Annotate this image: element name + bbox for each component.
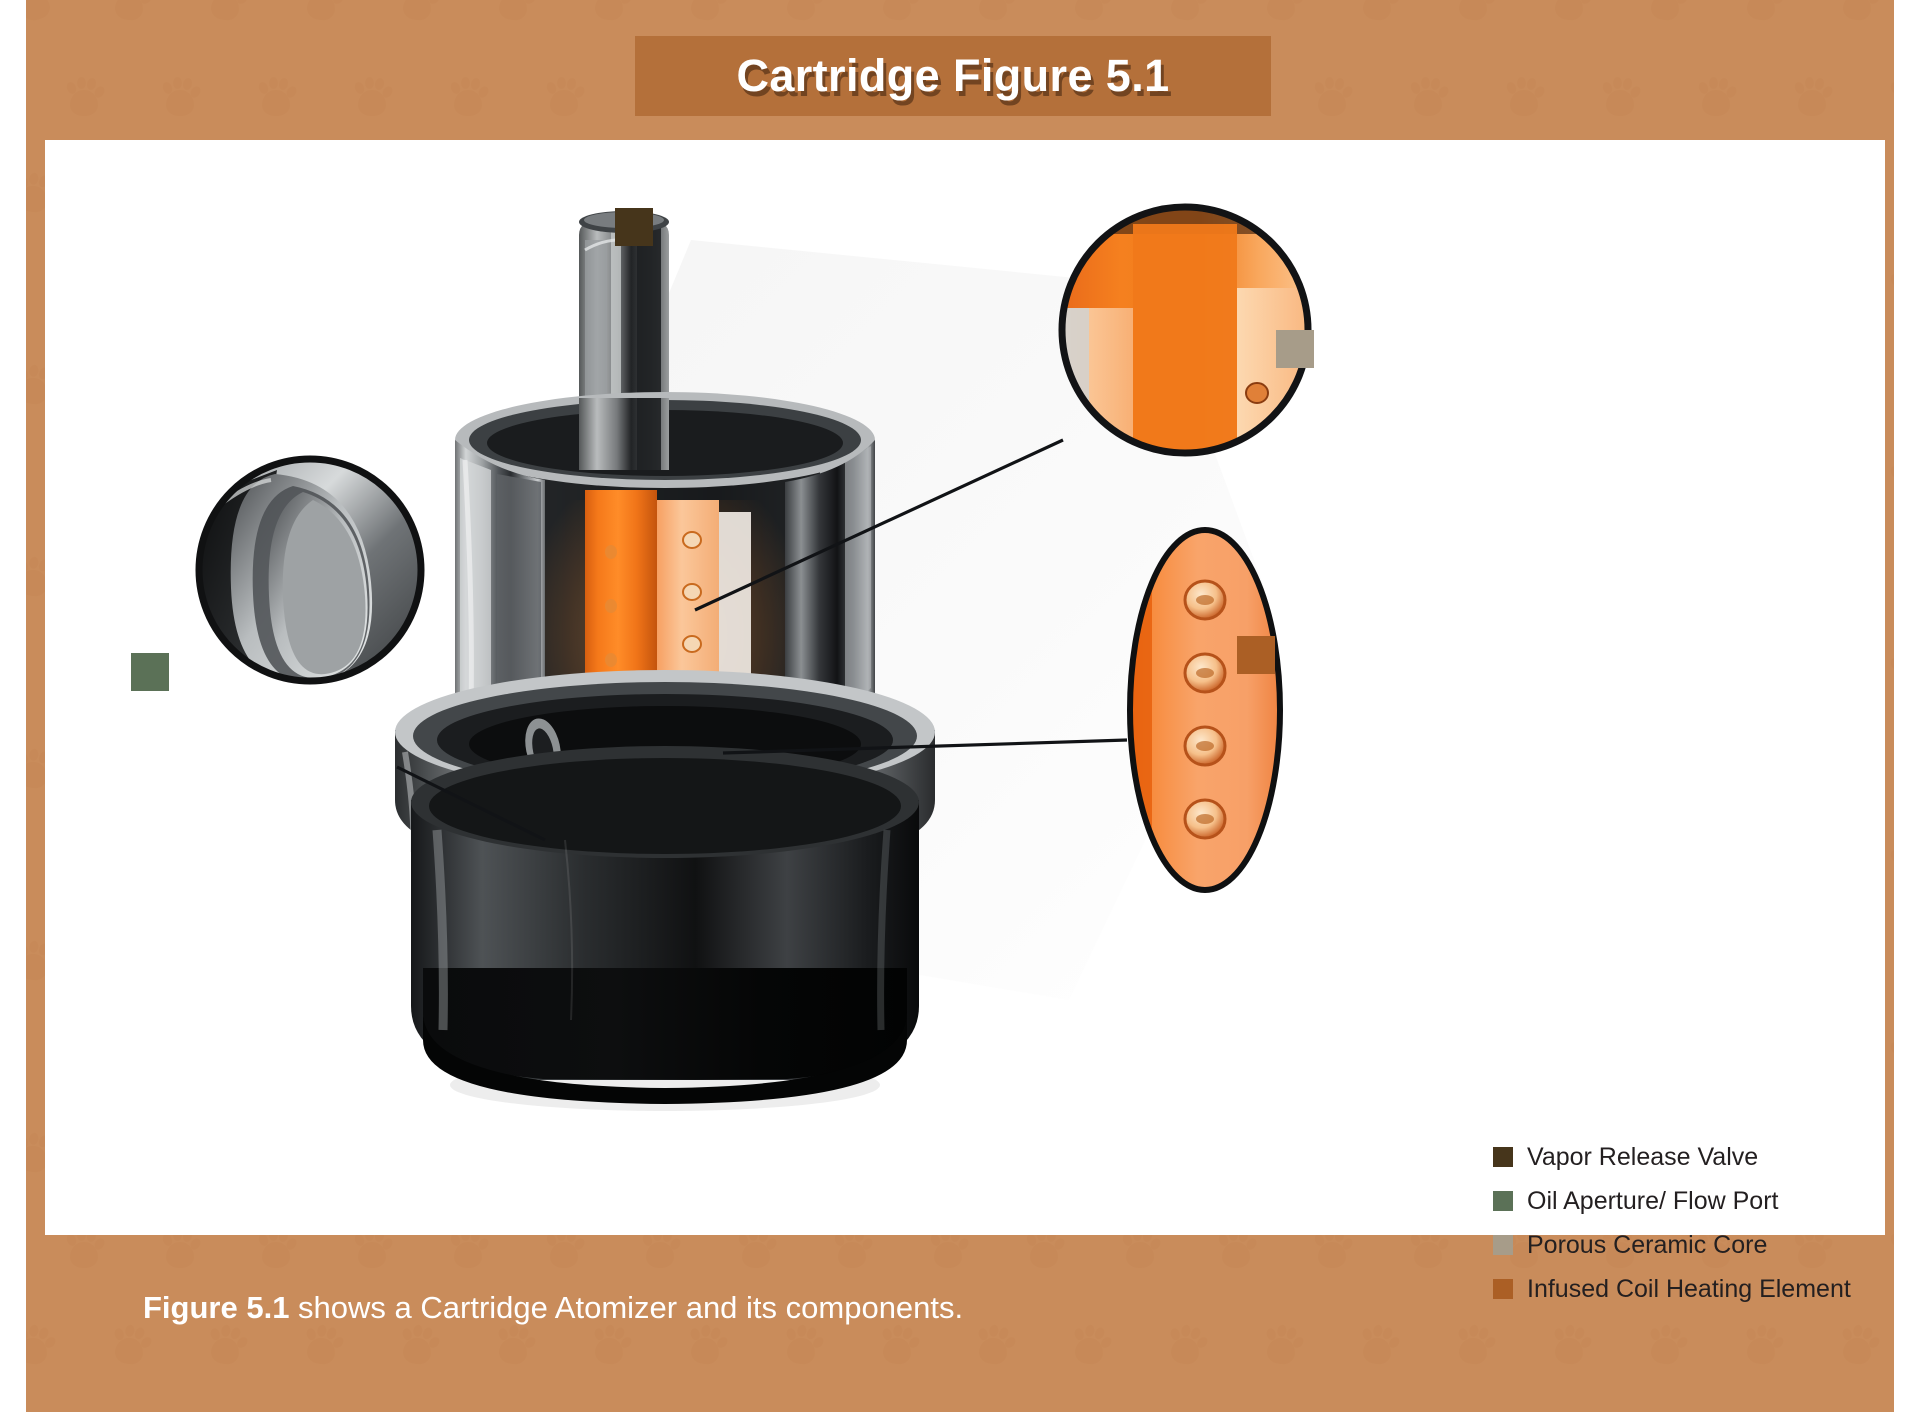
legend: Vapor Release Valve Oil Aperture/ Flow P… [1493, 1135, 1883, 1311]
legend-item: Vapor Release Valve [1493, 1135, 1883, 1179]
figure-caption: Figure 5.1 shows a Cartridge Atomizer an… [143, 1290, 963, 1326]
caption-figure-number: Figure 5.1 [143, 1290, 290, 1325]
legend-item: Infused Coil Heating Element [1493, 1267, 1883, 1311]
page-title: Cartridge Figure 5.1 [736, 50, 1170, 101]
title-ribbon: Cartridge Figure 5.1 [635, 36, 1271, 116]
caption-text: shows a Cartridge Atomizer and its compo… [289, 1290, 964, 1325]
legend-swatch-vapor-release-valve [1493, 1147, 1513, 1167]
marker-porous-ceramic-core [1276, 330, 1314, 368]
legend-swatch-oil-aperture-flow-port [1493, 1191, 1513, 1211]
legend-swatch-porous-ceramic-core [1493, 1235, 1513, 1255]
marker-vapor-release-valve [615, 208, 653, 246]
marker-infused-coil-heating-element [1237, 636, 1275, 674]
legend-label: Oil Aperture/ Flow Port [1527, 1186, 1779, 1215]
legend-label: Vapor Release Valve [1527, 1142, 1759, 1171]
legend-item: Oil Aperture/ Flow Port [1493, 1179, 1883, 1223]
legend-swatch-infused-coil-heating-element [1493, 1279, 1513, 1299]
cartridge-illustration [45, 140, 1885, 1235]
content-card: Vapor Release Valve Oil Aperture/ Flow P… [45, 140, 1885, 1303]
legend-item: Porous Ceramic Core [1493, 1223, 1883, 1267]
legend-label: Porous Ceramic Core [1527, 1230, 1768, 1259]
marker-oil-aperture-flow-port [131, 653, 169, 691]
legend-label: Infused Coil Heating Element [1527, 1274, 1851, 1303]
